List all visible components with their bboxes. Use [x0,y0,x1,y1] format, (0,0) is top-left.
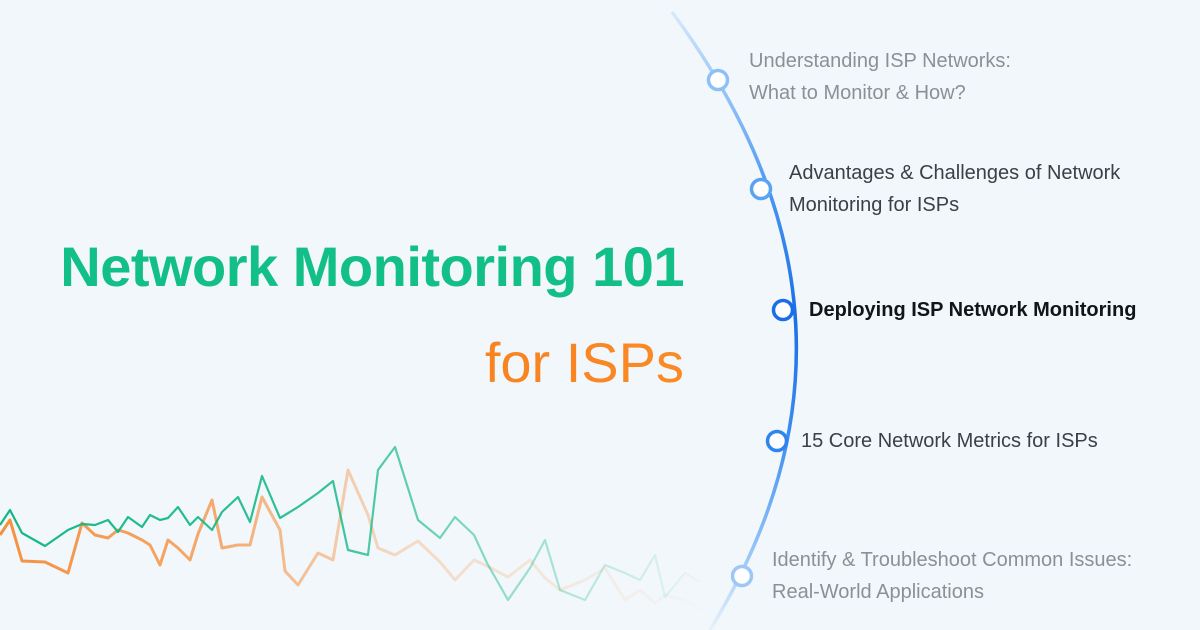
timeline-item-deploying-monitoring[interactable]: Deploying ISP Network Monitoring [809,294,1136,326]
timeline-node-3[interactable] [771,298,795,322]
network-sparkline-chart [0,445,701,612]
timeline-node-5[interactable] [730,564,754,588]
green-series-line [0,445,701,602]
timeline-item-core-metrics[interactable]: 15 Core Network Metrics for ISPs [801,425,1098,457]
timeline-item-line: Deploying ISP Network Monitoring [809,299,1137,321]
timeline-item-troubleshoot-issues[interactable]: Identify & Troubleshoot Common Issues: R… [772,544,1132,608]
timeline-item-line: Advantages & Challenges of Network [789,162,1121,184]
timeline-item-line: Identify & Troubleshoot Common Issues: [772,549,1133,571]
hero-title: Network Monitoring 101 for ISPs [0,232,684,398]
timeline-item-line: Understanding ISP Networks: [749,50,1011,72]
timeline-item-line: What to Monitor & How? [749,82,966,104]
timeline-item-line: 15 Core Network Metrics for ISPs [801,430,1098,452]
timeline-item-line: Real-World Applications [772,581,984,603]
timeline-node-4[interactable] [765,429,789,453]
timeline-node-1[interactable] [706,68,730,92]
timeline-arc [670,10,799,630]
timeline-item-advantages-challenges[interactable]: Advantages & Challenges of Network Monit… [789,157,1120,221]
title-subtitle: for ISPs [0,328,684,398]
timeline-item-understanding-isp-networks[interactable]: Understanding ISP Networks: What to Moni… [749,45,1011,109]
timeline-node-2[interactable] [749,177,773,201]
timeline-item-line: Monitoring for ISPs [789,194,960,216]
title-main: Network Monitoring 101 [60,235,684,298]
